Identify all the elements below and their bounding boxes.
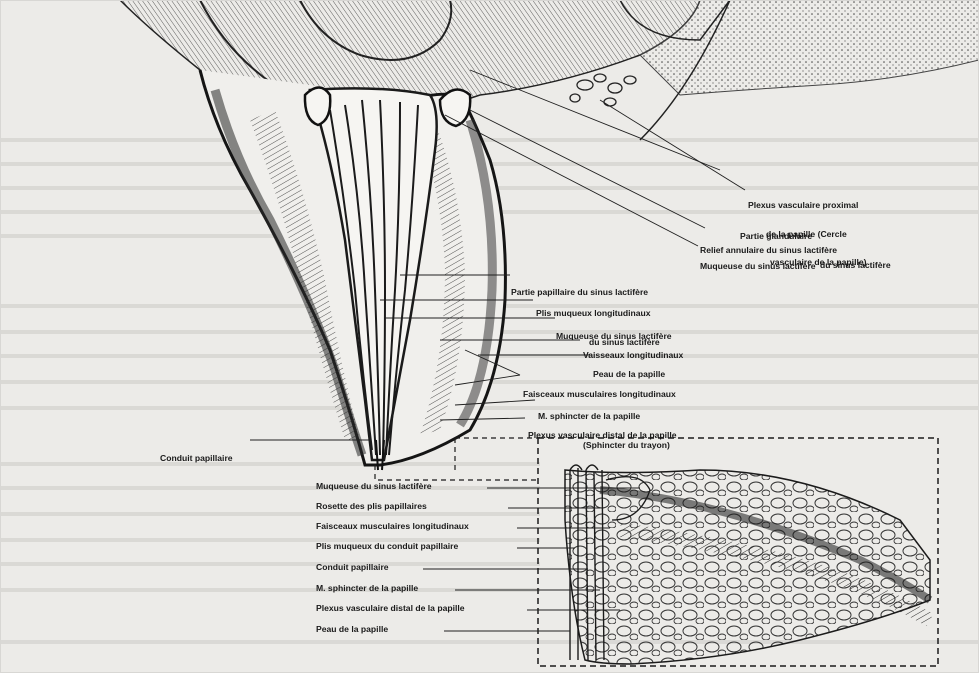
inset-label-muqueuse: Muqueuse du sinus lactifère [316,482,432,492]
annular-ring [305,88,330,126]
label-muqueuse-sinus-top: Muqueuse du sinus lactifère [700,243,816,281]
inset-label-plexus-distal: Plexus vasculaire distal de la papille [316,604,465,614]
inset-label-conduit: Conduit papillaire [316,563,389,573]
inset-connector [375,465,538,480]
proximal-plexus-vessels [570,74,636,106]
inset-label-peau: Peau de la papille [316,625,388,635]
inset-label-plis-conduit: Plis muqueux du conduit papillaire [316,542,458,552]
inset-label-rosette: Rosette des plis papillaires [316,502,427,512]
label-conduit-papillaire: Conduit papillaire [160,435,233,473]
inset-label-sphincter: M. sphincter de la papille [316,584,418,594]
label-plexus-distal: Plexus vasculaire distal de la papille [528,412,677,450]
inset-label-faisceaux: Faisceaux musculaires longitudinaux [316,522,469,532]
